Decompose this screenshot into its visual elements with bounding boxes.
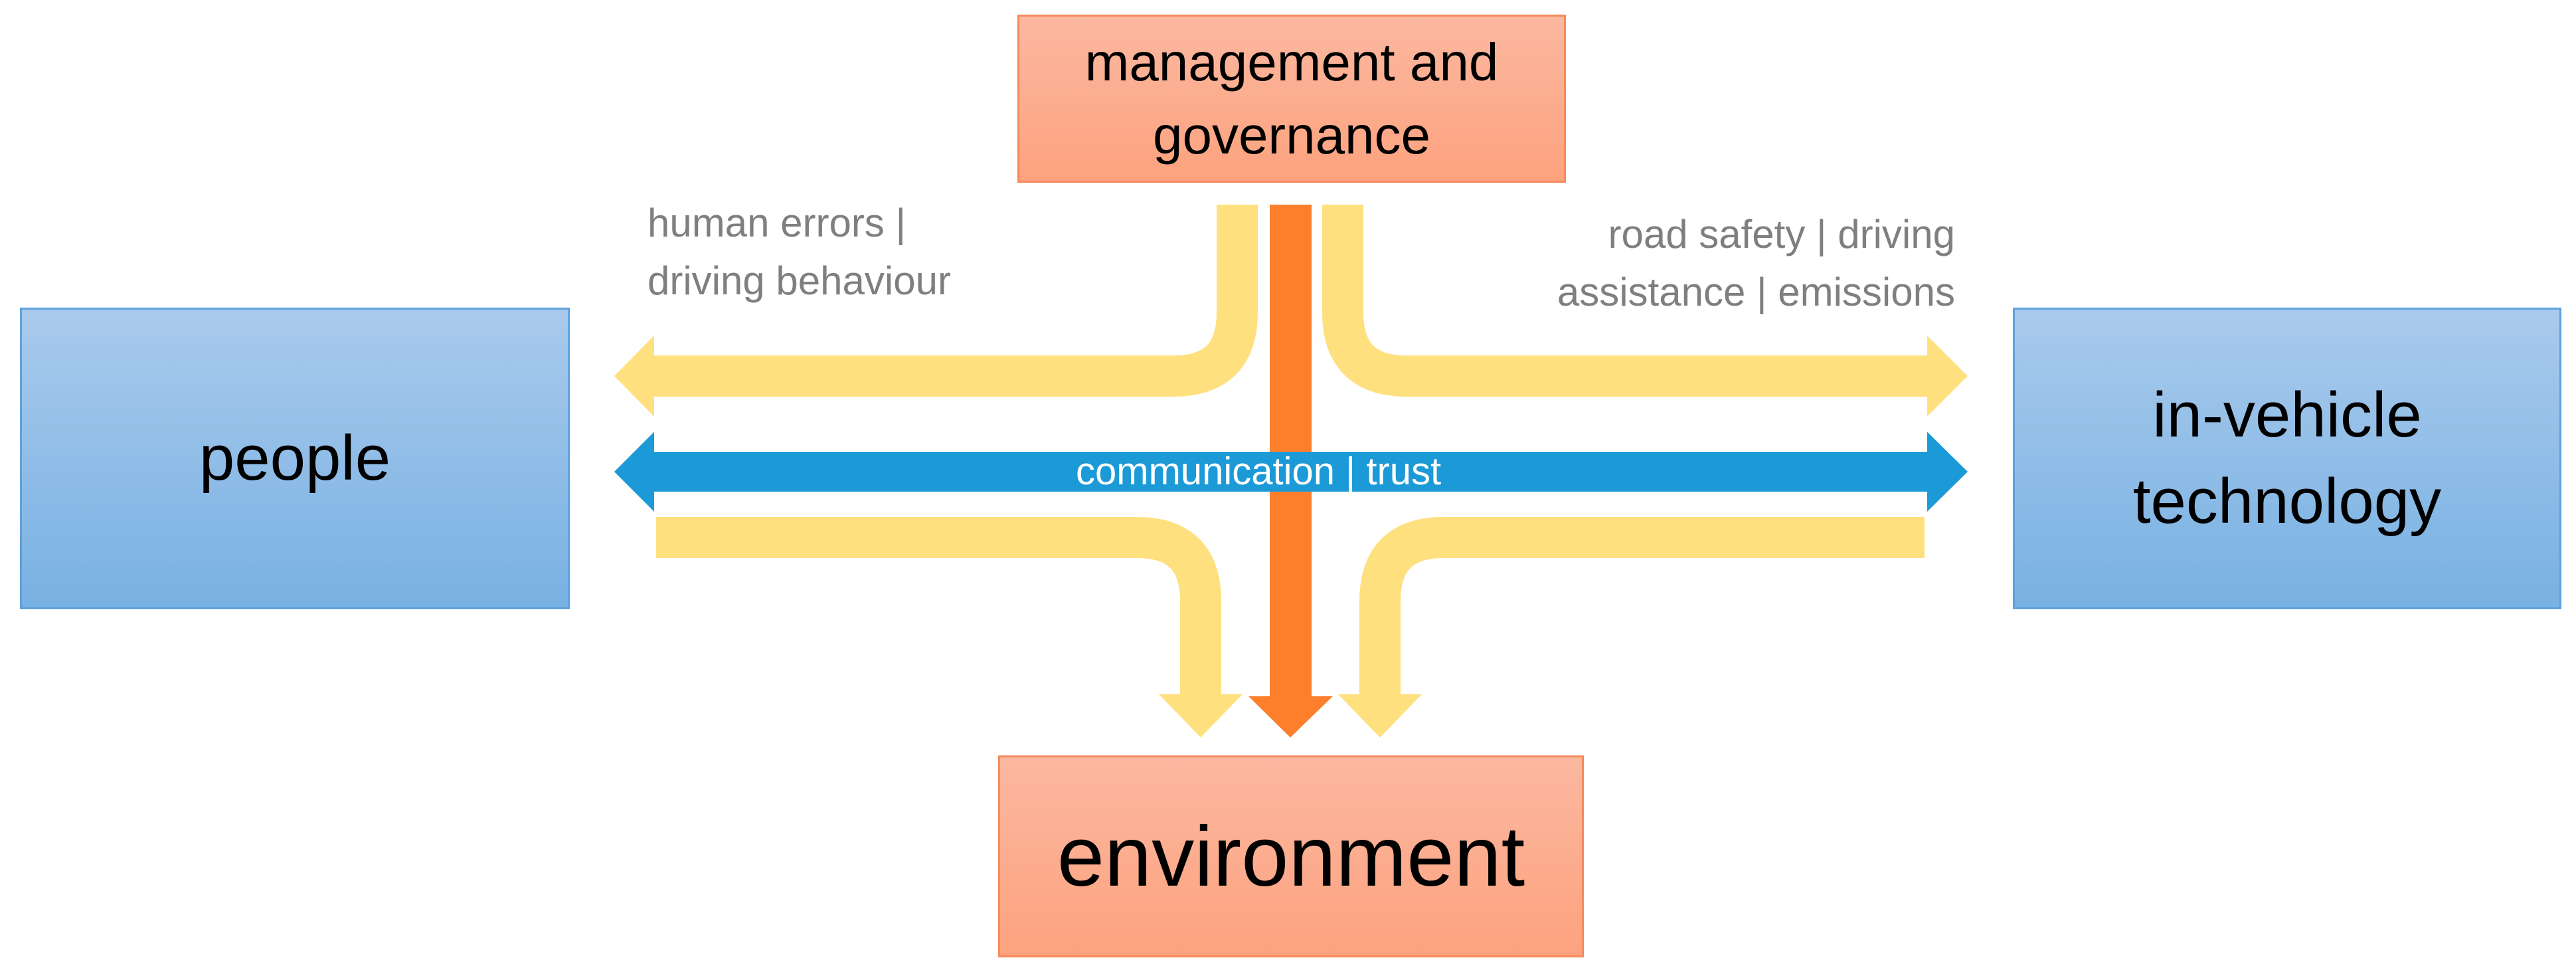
yellow-arrow-to-people xyxy=(651,205,1258,397)
yellow-arrowhead-environment-right xyxy=(1338,694,1422,737)
environment-box: environment xyxy=(998,755,1584,957)
yellow-arrowhead-environment-left xyxy=(1159,694,1243,737)
in-vehicle-technology-box: in-vehicle technology xyxy=(2013,308,2561,609)
assistance-emissions-line: assistance | emissions xyxy=(1557,270,1955,314)
road-safety-line: road safety | driving xyxy=(1608,212,1955,256)
yellow-arrow-people-to-environment xyxy=(656,517,1221,703)
orange-arrowhead xyxy=(1248,696,1333,737)
yellow-arrowhead-people xyxy=(614,336,654,417)
communication-trust-label: communication | trust xyxy=(1076,450,1442,493)
in-vehicle-label: in-vehicle xyxy=(2152,379,2422,450)
management-label: management and xyxy=(1084,32,1499,92)
environment-label: environment xyxy=(1057,809,1525,904)
people-label: people xyxy=(199,423,391,494)
blue-double-arrow xyxy=(614,432,1968,512)
yellow-arrowhead-vehicle xyxy=(1927,336,1968,417)
yellow-arrow-vehicle-to-environment xyxy=(1359,517,1925,703)
governance-label: governance xyxy=(1152,105,1431,165)
people-box: people xyxy=(20,308,570,609)
road-safety-annotation: road safety | driving assistance | emiss… xyxy=(1557,205,1955,321)
human-errors-annotation: human errors | driving behaviour xyxy=(647,194,951,310)
human-errors-line: human errors | xyxy=(647,201,906,245)
yellow-arrow-to-vehicle xyxy=(1322,205,1929,397)
technology-label: technology xyxy=(2132,466,2442,537)
management-governance-box: management and governance xyxy=(1017,15,1566,183)
driving-behaviour-line: driving behaviour xyxy=(647,258,951,303)
